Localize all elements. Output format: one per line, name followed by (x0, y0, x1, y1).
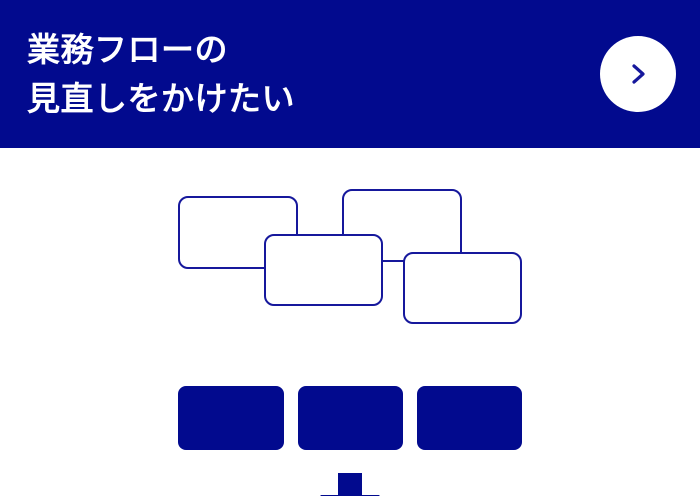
outline-box-top-left (178, 196, 298, 269)
result-box-2 (298, 386, 403, 450)
result-box-1 (178, 386, 284, 450)
outline-box-bottom-right (403, 252, 522, 324)
chevron-right-icon (624, 60, 652, 88)
page-title: 業務フローの 見直しをかけたい (27, 31, 295, 117)
outline-box-middle (264, 234, 383, 306)
flow-diagram (0, 148, 700, 496)
next-arrow-button[interactable] (600, 36, 676, 112)
card-header: 業務フローの 見直しをかけたい (0, 0, 700, 148)
down-arrow-icon (320, 473, 380, 496)
result-box-3 (417, 386, 522, 450)
